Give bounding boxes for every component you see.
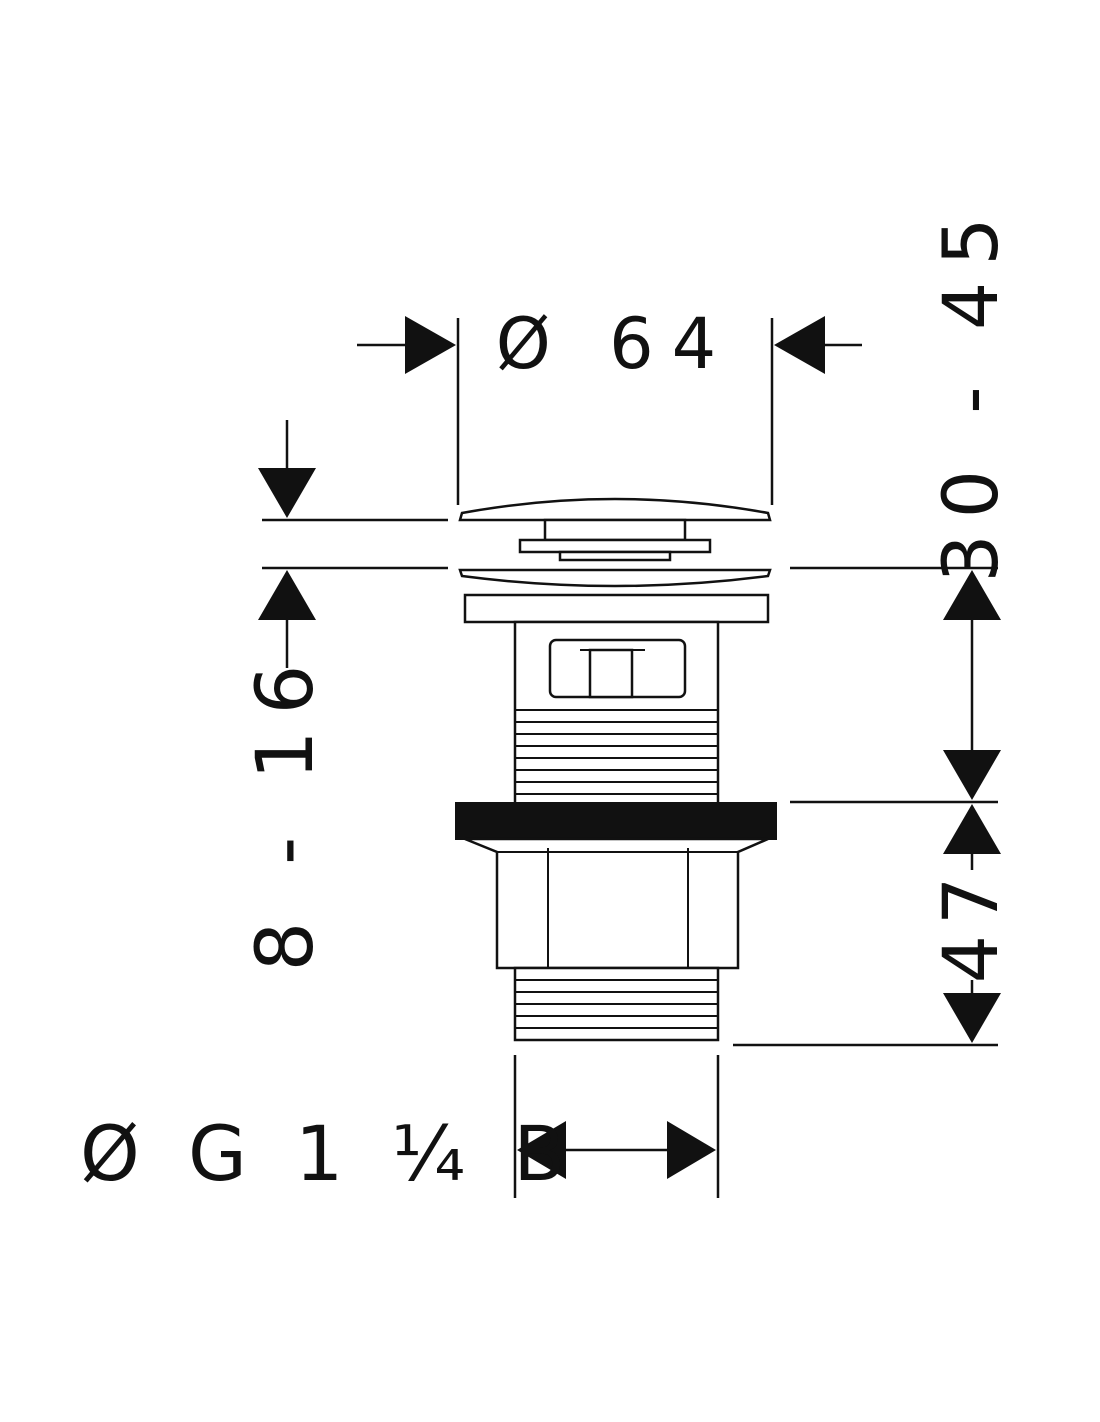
arrow-right [667, 1121, 716, 1179]
arrow-up [943, 570, 1001, 620]
valve-cap [458, 497, 772, 522]
arrow-left [517, 1121, 566, 1179]
overflow-insert [588, 648, 634, 699]
valve-seal-inner [558, 550, 672, 562]
dimension-thread: Ø G 1 ¼ B [80, 1055, 720, 1198]
adjust-range-label: 8 - 16 [241, 649, 331, 972]
valve-collar [463, 593, 770, 624]
valve-flange [458, 568, 772, 588]
sealing-washer [455, 802, 777, 840]
arrow-up [258, 570, 316, 620]
waste-valve [455, 497, 777, 1042]
thread-lines [515, 979, 718, 1029]
dimension-adjust-range: 8 - 16 [241, 420, 448, 971]
valve-stem [543, 518, 687, 542]
cap-diameter-label: Ø 64 [496, 303, 734, 385]
arrow-down [943, 993, 1001, 1043]
body-grooves [515, 709, 718, 795]
arrow-right [405, 316, 456, 374]
lock-nut [464, 837, 769, 970]
valve-seal [518, 538, 712, 554]
arrow-down [258, 468, 316, 518]
arrow-up [943, 804, 1001, 854]
dimension-cap-diameter: Ø 64 [357, 303, 862, 505]
body-height-label: 47 [926, 867, 1015, 984]
dimension-right: 30 - 45 47 [733, 201, 1015, 1047]
arrow-left [774, 316, 825, 374]
thread-size-label: Ø G 1 ¼ B [80, 1109, 578, 1198]
overall-range-label: 30 - 45 [926, 201, 1015, 582]
arrow-down [943, 750, 1001, 800]
